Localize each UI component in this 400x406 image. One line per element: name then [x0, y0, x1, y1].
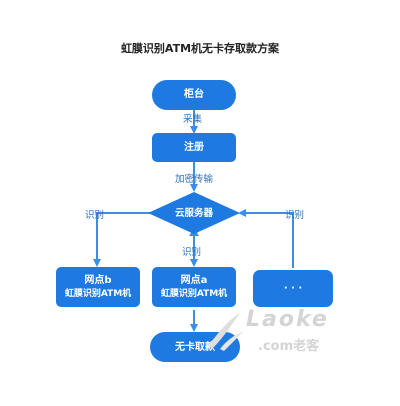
edge-label-identify-right: 识别: [285, 210, 305, 221]
nocard-withdraw-label: 无卡取款: [175, 342, 215, 353]
node-register: [152, 133, 236, 162]
watermark-brand: Laoke: [246, 307, 329, 332]
atm-b-line1: 网点b: [84, 275, 112, 286]
edge-cloud-atm-b: [93, 212, 152, 267]
watermark-logo-icon: [208, 313, 244, 351]
register-label: 注册: [184, 142, 204, 153]
edge-label-encrypt: 加密传输: [175, 174, 214, 185]
edge-label-collect: 采集: [183, 114, 203, 125]
edge-label-identify-mid: 识别: [182, 247, 202, 258]
node-atm-a: [152, 267, 236, 307]
diagram-title: 虹膜识别ATM机无卡存取款方案: [120, 42, 280, 55]
edge-dots-cloud: [238, 209, 294, 268]
counter-label: 柜台: [184, 89, 204, 100]
node-more: [253, 270, 333, 307]
atm-b-line2: 虹膜识别ATM机: [64, 289, 132, 299]
cloud-server-label: 云服务器: [174, 208, 213, 219]
node-atm-b: [56, 267, 140, 307]
edge-label-identify-left: 识别: [85, 210, 105, 221]
watermark-domain: .com老客: [258, 339, 320, 354]
atm-a-line2: 虹膜识别ATM机: [160, 289, 228, 299]
node-counter: [152, 80, 236, 110]
node-cloud-server: [148, 192, 240, 234]
atm-a-line1: 网点a: [180, 275, 208, 286]
more-label: · · ·: [283, 283, 303, 294]
watermark: Laoke .com老客: [200, 305, 370, 365]
